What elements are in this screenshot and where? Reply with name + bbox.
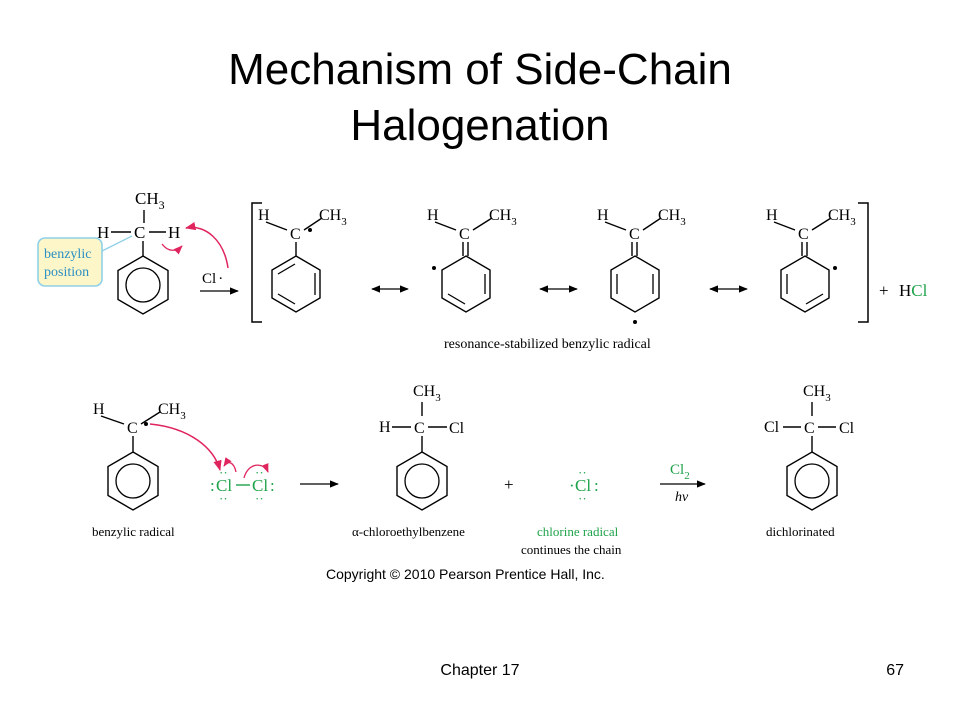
svg-text:CH3: CH3 bbox=[489, 207, 517, 228]
svg-text:C: C bbox=[414, 420, 425, 437]
svg-text:C: C bbox=[127, 420, 138, 437]
svg-text:C: C bbox=[290, 226, 301, 243]
radical-dot bbox=[633, 320, 637, 324]
svg-text:Cl: Cl bbox=[839, 420, 855, 437]
atom-h-left: H bbox=[97, 223, 109, 242]
svg-text:··: ·· bbox=[255, 465, 264, 480]
svg-text::: : bbox=[270, 476, 275, 495]
atom-c-benzylic: C bbox=[134, 223, 145, 242]
svg-text:H: H bbox=[258, 207, 270, 224]
svg-text:CH3: CH3 bbox=[413, 383, 441, 404]
svg-text:H: H bbox=[379, 419, 391, 436]
curved-arrow-ch-bond bbox=[161, 243, 183, 255]
chlorine-radical: · Cl ·· ·· : bbox=[569, 465, 599, 506]
reagent-hv: hv bbox=[675, 490, 689, 505]
svg-text:··: ·· bbox=[255, 491, 264, 506]
svg-text:··: ·· bbox=[219, 491, 228, 506]
caption-chlorine-radical: chlorine radical bbox=[537, 524, 619, 539]
left-bracket bbox=[251, 202, 262, 323]
svg-text:CH3: CH3 bbox=[319, 207, 347, 228]
title-line-1: Mechanism of Side-Chain bbox=[228, 45, 732, 94]
radical-dot bbox=[833, 266, 837, 270]
resonance-structure-2: H CH3 C bbox=[427, 207, 517, 313]
svg-text:Cl: Cl bbox=[216, 476, 232, 495]
svg-text::: : bbox=[594, 476, 599, 495]
callout-text-1: benzylic bbox=[44, 247, 91, 262]
atom-h-right: H bbox=[168, 223, 180, 242]
radical-dot bbox=[432, 266, 436, 270]
chlorine-molecule: : Cl ·· ·· Cl ·· ·· : bbox=[210, 465, 275, 506]
benzene-ring bbox=[117, 255, 169, 315]
svg-text:··: ·· bbox=[219, 465, 228, 480]
hcl-product: HCl bbox=[899, 281, 928, 300]
svg-text:H: H bbox=[597, 207, 609, 224]
svg-text:Cl: Cl bbox=[764, 419, 780, 436]
dichlorinated-molecule: CH3 Cl C Cl bbox=[764, 383, 855, 511]
svg-text:Cl: Cl bbox=[252, 476, 268, 495]
reagent-cl2: Cl2 bbox=[670, 462, 690, 482]
svg-text:C: C bbox=[629, 226, 640, 243]
svg-text:··: ·· bbox=[578, 491, 587, 506]
svg-text:C: C bbox=[459, 226, 470, 243]
svg-text:Cl: Cl bbox=[575, 476, 591, 495]
benzylic-radical-molecule: H CH3 C bbox=[93, 401, 186, 511]
radical-dot bbox=[144, 422, 148, 426]
copyright-notice: Copyright © 2010 Pearson Prentice Hall, … bbox=[326, 566, 605, 582]
curved-arrow-bond-split bbox=[243, 463, 269, 479]
footer-chapter: Chapter 17 bbox=[440, 662, 520, 679]
svg-text:CH3: CH3 bbox=[158, 401, 186, 422]
svg-text:CH3: CH3 bbox=[828, 207, 856, 228]
svg-text:C: C bbox=[798, 226, 809, 243]
svg-text:Cl: Cl bbox=[449, 420, 465, 437]
slide-title: Mechanism of Side-Chain Halogenation bbox=[0, 42, 960, 154]
caption-alpha-chloroethylbenzene: α-chloroethylbenzene bbox=[352, 524, 465, 539]
svg-text:C: C bbox=[804, 420, 815, 437]
chlorine-radical-reagent: Cl· bbox=[202, 271, 223, 287]
caption-continues-chain: continues the chain bbox=[521, 542, 622, 557]
svg-text:H: H bbox=[427, 207, 439, 224]
svg-text::: : bbox=[210, 476, 215, 495]
ethylbenzene-molecule: CH3 H C H bbox=[97, 189, 180, 315]
caption-benzylic-radical: benzylic radical bbox=[92, 524, 175, 539]
resonance-structure-4: H CH3 C bbox=[766, 207, 856, 313]
plus-sign: + bbox=[879, 281, 889, 300]
curved-arrow-radical-attack bbox=[149, 423, 222, 472]
atom-ch3: CH3 bbox=[135, 189, 165, 212]
plus-sign-2: + bbox=[504, 475, 514, 494]
benzylic-position-callout: benzylic position bbox=[37, 235, 133, 287]
svg-text:H: H bbox=[93, 401, 105, 418]
alpha-chloroethylbenzene-molecule: CH3 H C Cl bbox=[379, 383, 465, 511]
right-bracket bbox=[858, 202, 869, 323]
resonance-caption: resonance-stabilized benzylic radical bbox=[444, 337, 651, 352]
radical-dot bbox=[308, 228, 312, 232]
title-line-2: Halogenation bbox=[350, 101, 610, 150]
svg-text:CH3: CH3 bbox=[658, 207, 686, 228]
caption-dichlorinated: dichlorinated bbox=[766, 524, 835, 539]
svg-text:CH3: CH3 bbox=[803, 383, 831, 404]
svg-text:H: H bbox=[766, 207, 778, 224]
resonance-structure-1: H CH3 C bbox=[258, 207, 347, 313]
slide-number: 67 bbox=[886, 662, 904, 679]
curved-arrow-h-abstraction bbox=[184, 221, 229, 269]
callout-text-2: position bbox=[44, 265, 89, 280]
resonance-structure-3: H CH3 C bbox=[597, 207, 686, 324]
svg-text:·: · bbox=[569, 476, 575, 495]
svg-text:··: ·· bbox=[578, 465, 587, 480]
